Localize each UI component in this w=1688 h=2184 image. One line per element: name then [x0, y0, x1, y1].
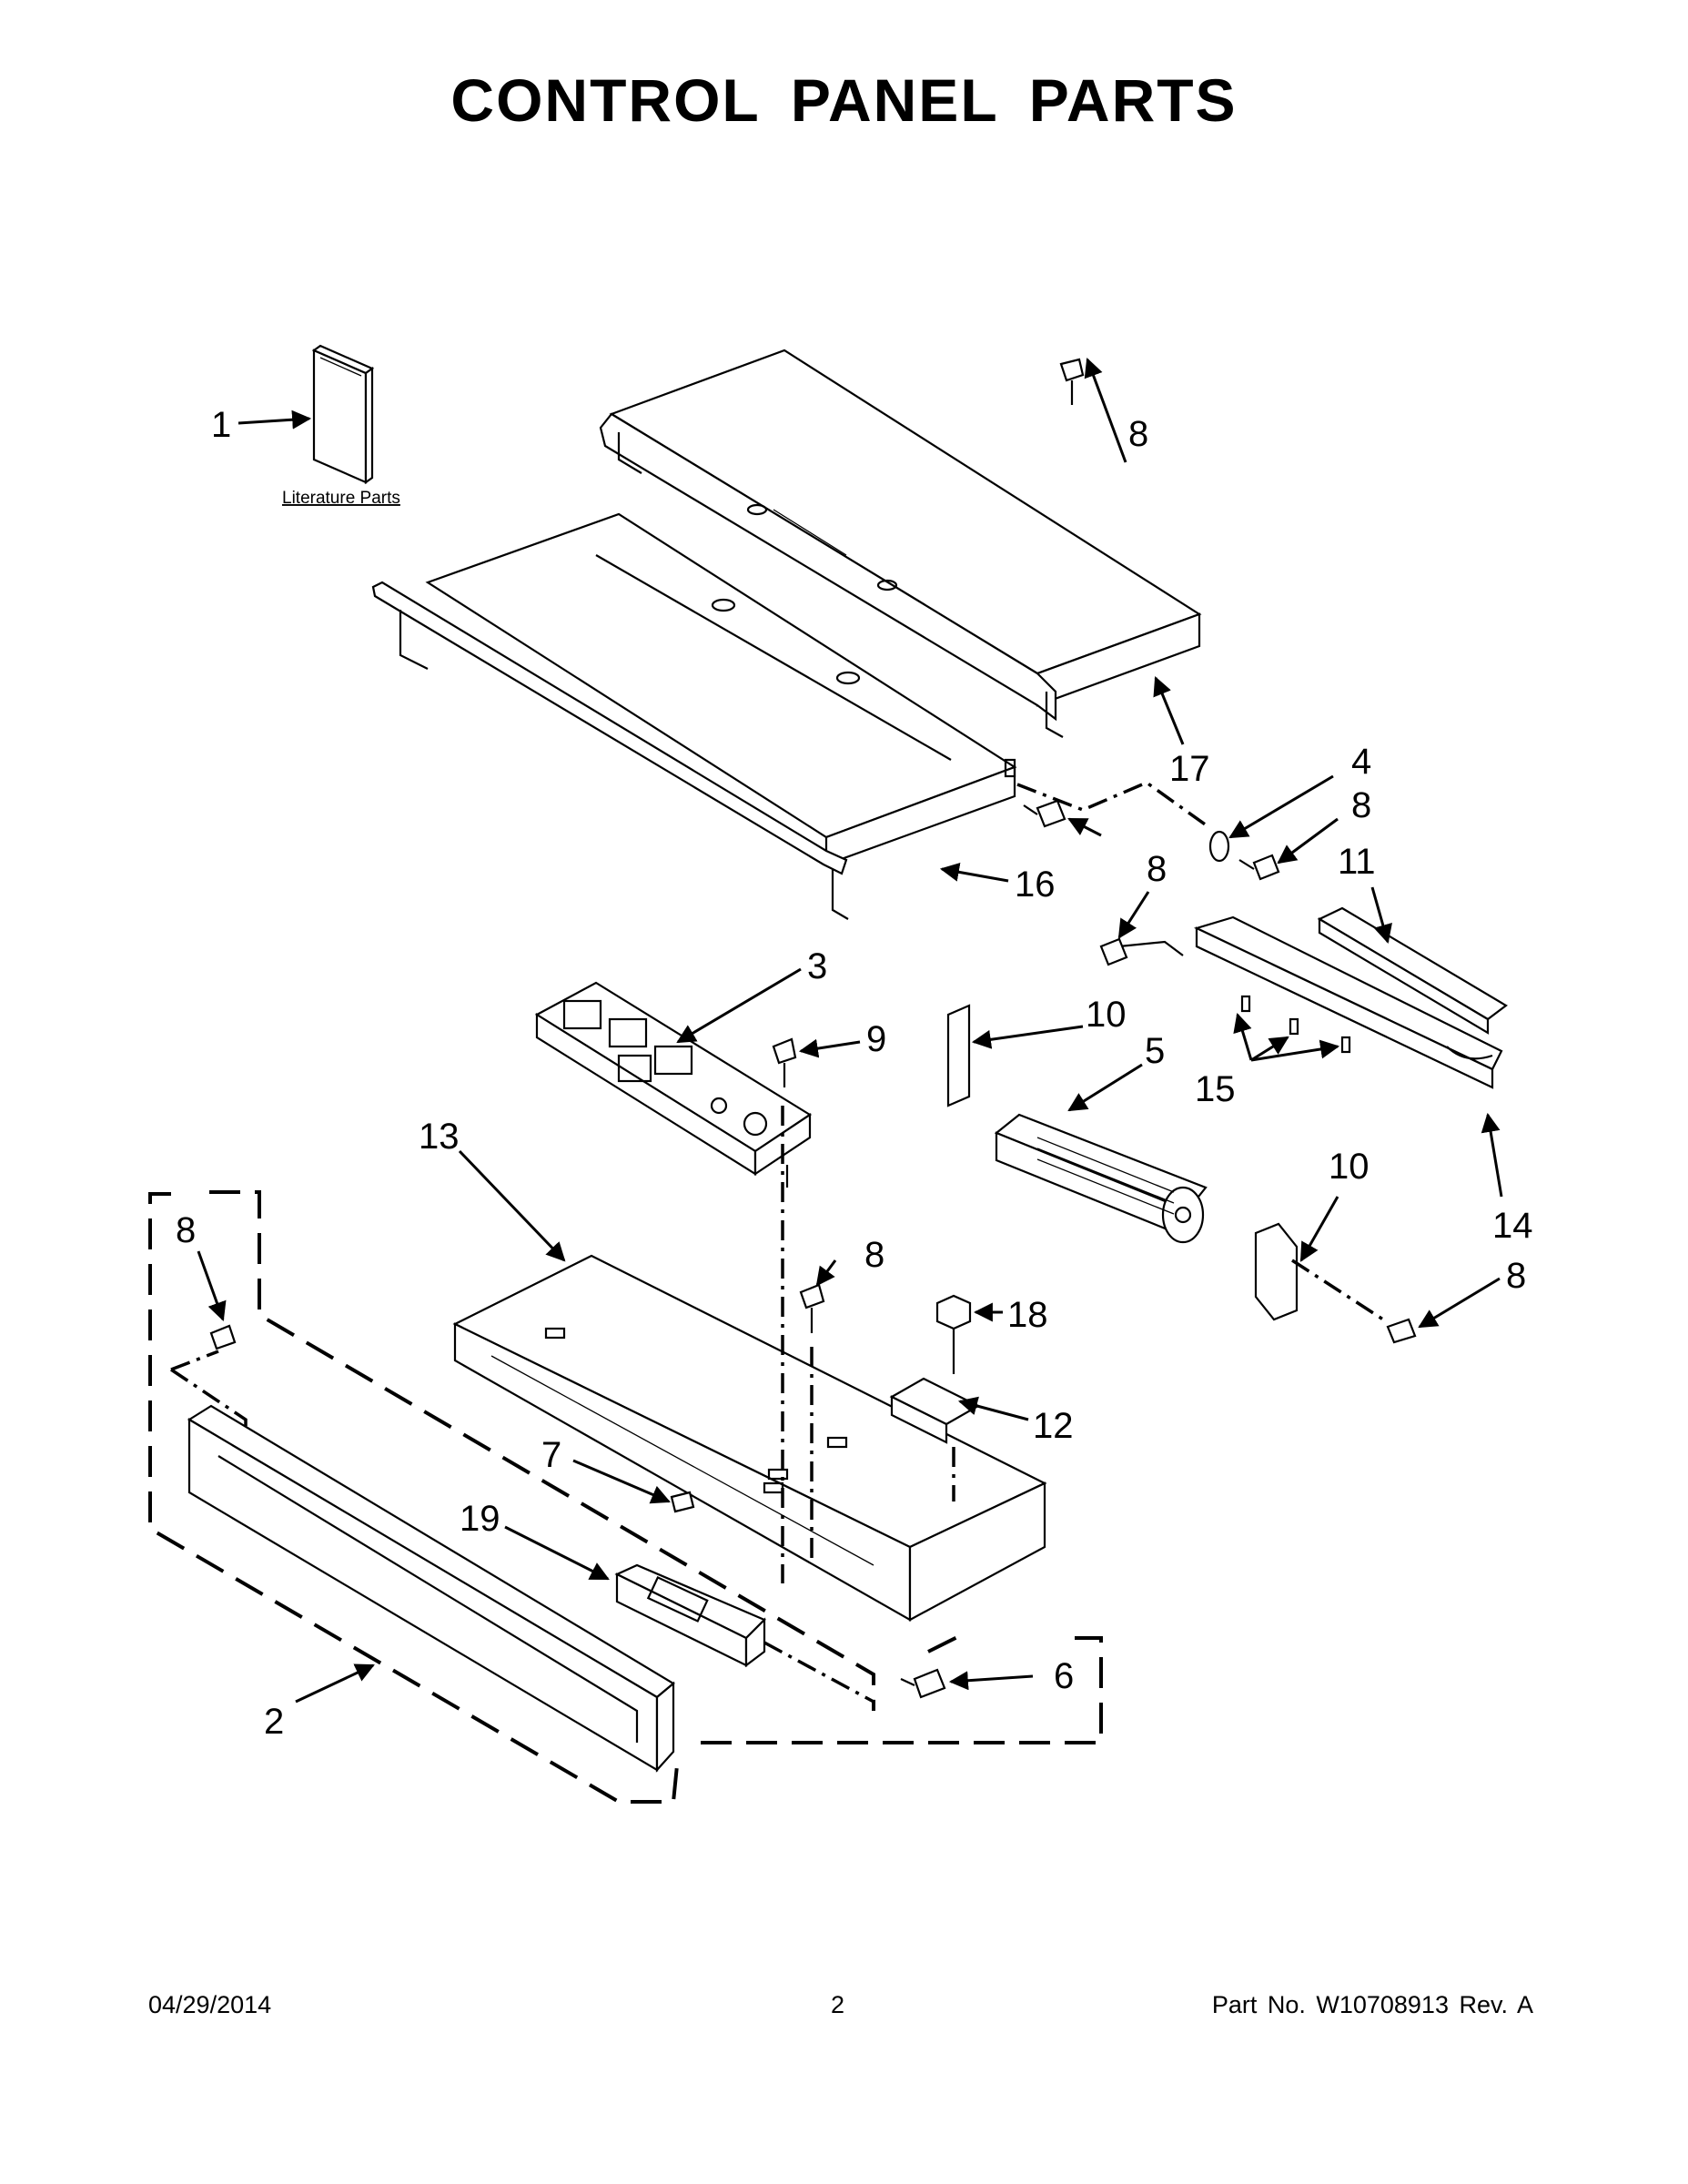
callout-19: 19	[460, 1499, 500, 1539]
user-interface-board	[614, 1563, 766, 1668]
footer-date: 04/29/2014	[148, 1991, 272, 2018]
screw-6	[900, 1668, 946, 1699]
page-title: CONTROL PANEL PARTS	[450, 66, 1238, 134]
callout-10: 10	[1329, 1147, 1370, 1187]
screw-8f	[799, 1283, 825, 1333]
callout-8: 8	[1147, 849, 1167, 889]
callout-8: 8	[1128, 414, 1148, 454]
callout-11: 11	[1338, 842, 1376, 882]
callout-12: 12	[1033, 1406, 1074, 1446]
leader-lines	[197, 358, 1503, 1704]
callout-15: 15	[1195, 1069, 1236, 1109]
callout-13: 13	[419, 1117, 460, 1157]
callout-8: 8	[1351, 785, 1371, 825]
washer-4	[1208, 830, 1230, 863]
callout-4: 4	[1351, 742, 1371, 782]
screw-9	[772, 1037, 797, 1087]
mounting-bracket	[1118, 915, 1503, 1089]
callout-14: 14	[1492, 1206, 1533, 1246]
screw-8g	[1386, 1318, 1417, 1344]
screw-8c	[1238, 854, 1280, 881]
callout-9: 9	[866, 1019, 886, 1059]
callout-8: 8	[864, 1235, 884, 1275]
screw-8d	[1099, 937, 1128, 966]
callout-2: 2	[264, 1702, 284, 1742]
main-console-cover	[371, 512, 1017, 920]
callout-18: 18	[1007, 1295, 1048, 1335]
assembly-dash-dot-lines	[170, 781, 1384, 1704]
callout-1: 1	[211, 405, 231, 445]
control-mounting-panel	[452, 1254, 1047, 1622]
hex-nut	[935, 1294, 972, 1374]
callout-8: 8	[1506, 1256, 1526, 1296]
callout-6: 6	[1054, 1656, 1074, 1696]
callout-7: 7	[541, 1435, 561, 1475]
pins-15	[1240, 995, 1351, 1054]
assembly-dashed-boundary	[148, 1190, 1103, 1804]
upper-panel-cover	[599, 349, 1202, 738]
literature-booklet	[311, 344, 375, 485]
bracket-10-upper	[946, 1004, 971, 1107]
footer-part-number: Part No. W10708913 Rev. A	[1211, 1991, 1533, 2018]
callout-3: 3	[807, 946, 827, 986]
screw-8b	[1023, 799, 1066, 828]
callout-8: 8	[176, 1210, 196, 1250]
callout-5: 5	[1145, 1031, 1165, 1071]
blower-fan	[994, 1113, 1208, 1244]
footer-page-number: 2	[831, 1991, 845, 2018]
screw-8a	[1059, 358, 1085, 405]
clip-7	[670, 1491, 695, 1513]
insulation-strip	[1317, 906, 1508, 1035]
bracket-10-lower	[1254, 1222, 1299, 1321]
screw-8e	[209, 1324, 237, 1350]
callout-16: 16	[1015, 864, 1056, 905]
relay-control-board	[534, 981, 813, 1188]
callout-10: 10	[1086, 995, 1127, 1035]
terminal-block	[889, 1377, 981, 1444]
callout-17: 17	[1169, 749, 1210, 789]
front-control-trim	[187, 1404, 675, 1773]
literature-parts-label: Literature Parts	[282, 489, 400, 508]
